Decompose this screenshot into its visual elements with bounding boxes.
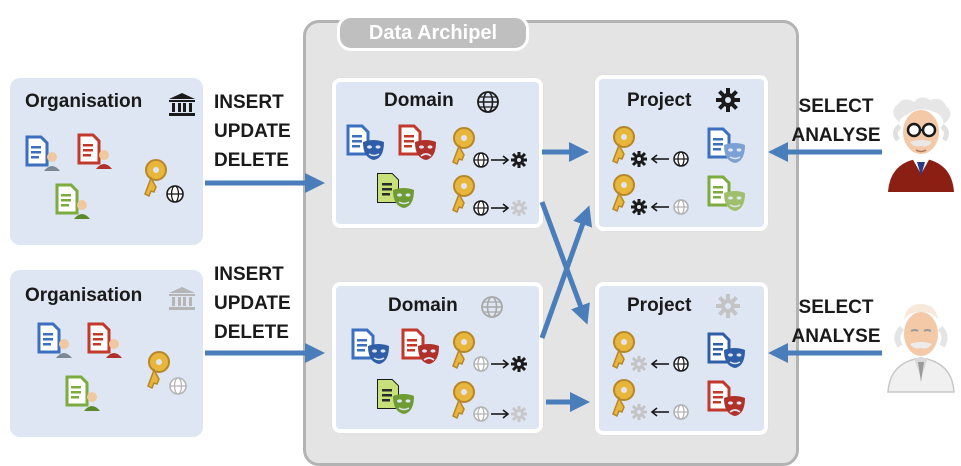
write-operations-top: INSERT UPDATE DELETE bbox=[214, 88, 291, 175]
document-mask-red-icon bbox=[707, 380, 745, 416]
operation-select: SELECT bbox=[798, 96, 874, 117]
key-gear-from-globe-icon bbox=[612, 331, 689, 372]
document-mask-blue-icon bbox=[346, 124, 384, 160]
gear-icon bbox=[716, 88, 740, 112]
document-person-blue-icon bbox=[25, 135, 60, 171]
document-mask-green-icon bbox=[377, 173, 414, 208]
key-gear-from-globe-inactive-icon bbox=[612, 379, 689, 420]
operation-select: SELECT bbox=[798, 297, 874, 318]
operation-delete: DELETE bbox=[214, 322, 289, 343]
operation-insert: INSERT bbox=[214, 264, 284, 285]
key-gear-from-globe-inactive-icon bbox=[612, 174, 689, 215]
project-label: Project bbox=[627, 90, 692, 111]
key-globe-icon bbox=[147, 351, 187, 395]
organisation-box-top[interactable]: Organisation bbox=[10, 78, 203, 245]
document-person-blue-icon bbox=[37, 322, 72, 358]
organisation-label: Organisation bbox=[25, 285, 143, 306]
data-archipel-title: Data Archipel bbox=[337, 15, 529, 51]
document-mask-blue-icon bbox=[351, 328, 389, 364]
domain-box-top[interactable]: Domain bbox=[332, 78, 543, 228]
key-globe-to-gear-inactive-icon bbox=[452, 175, 527, 216]
write-operations-bottom: INSERT UPDATE DELETE bbox=[214, 260, 291, 347]
operation-update: UPDATE bbox=[214, 293, 291, 314]
document-person-red-icon bbox=[77, 133, 112, 169]
operation-analyse: ANALYSE bbox=[791, 125, 881, 146]
project-box-bottom[interactable]: Project bbox=[595, 282, 768, 435]
read-operations-bottom: SELECT ANALYSE bbox=[790, 293, 882, 351]
document-person-green-icon bbox=[65, 375, 100, 411]
operation-analyse: ANALYSE bbox=[791, 326, 881, 347]
project-label: Project bbox=[627, 295, 692, 316]
globe-icon bbox=[477, 91, 499, 113]
document-mask-blue-icon bbox=[707, 127, 745, 163]
domain-box-bottom[interactable]: Domain bbox=[332, 282, 543, 433]
organisation-box-bottom[interactable]: Organisation bbox=[10, 270, 203, 437]
document-mask-green-icon bbox=[377, 379, 414, 414]
document-person-red-icon bbox=[87, 322, 122, 358]
project-box-top[interactable]: Project bbox=[595, 75, 768, 231]
document-mask-blue-icon bbox=[707, 332, 745, 368]
key-globe-to-gear-inactive-icon bbox=[452, 381, 527, 422]
gear-icon bbox=[716, 294, 740, 318]
operation-insert: INSERT bbox=[214, 92, 284, 113]
arrow-domain-bottom-to-project-top bbox=[539, 205, 593, 339]
bank-building-icon bbox=[169, 287, 195, 310]
document-mask-red-icon bbox=[401, 328, 439, 364]
flow-arrows bbox=[205, 142, 882, 412]
organisation-label: Organisation bbox=[25, 91, 143, 112]
operation-delete: DELETE bbox=[214, 150, 289, 171]
arrow-domain-top-to-project-bottom bbox=[539, 201, 590, 325]
document-mask-green-icon bbox=[707, 175, 745, 211]
document-person-green-icon bbox=[55, 183, 90, 219]
domain-label: Domain bbox=[384, 90, 454, 111]
operation-update: UPDATE bbox=[214, 121, 291, 142]
globe-icon bbox=[481, 296, 503, 318]
document-mask-red-icon bbox=[398, 124, 436, 160]
key-globe-to-gear-icon bbox=[452, 127, 527, 168]
key-globe-to-gear-icon bbox=[452, 331, 527, 372]
key-gear-from-globe-icon bbox=[612, 126, 689, 167]
read-operations-top: SELECT ANALYSE bbox=[790, 92, 882, 150]
bank-building-icon bbox=[169, 93, 195, 116]
domain-label: Domain bbox=[388, 295, 458, 316]
scientist-avatar-icon bbox=[888, 97, 954, 192]
scientist-avatar-icon bbox=[887, 304, 955, 393]
key-globe-icon bbox=[144, 159, 184, 203]
